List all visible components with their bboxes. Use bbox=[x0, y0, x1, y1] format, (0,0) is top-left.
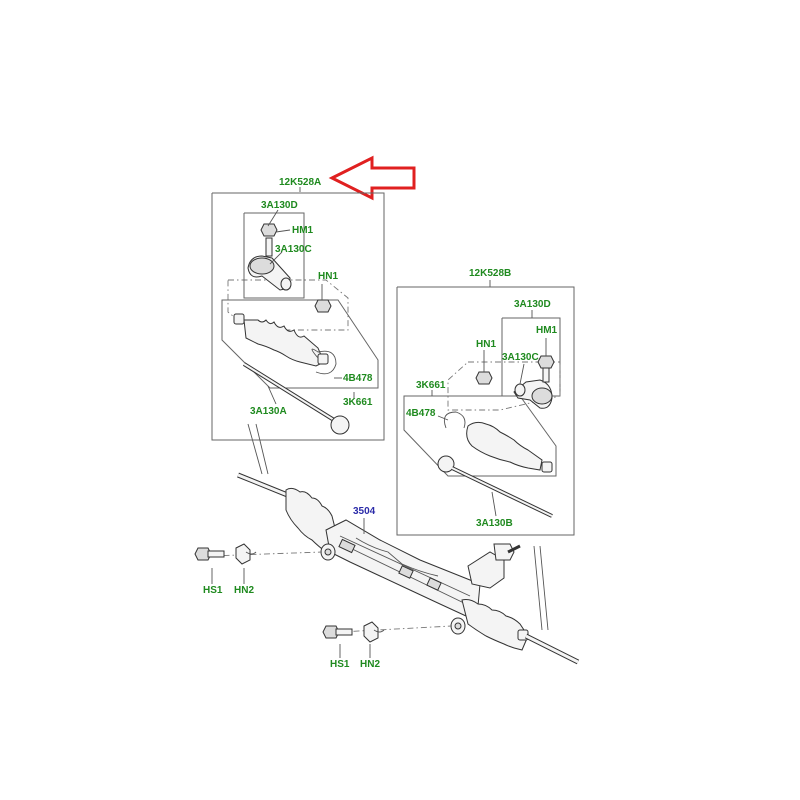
left-tie-rod-inner-label: 3A130C bbox=[275, 244, 312, 255]
right-tie-rod-end-label: 3A130D bbox=[514, 299, 551, 310]
left-tie-rod-end-label: 3A130D bbox=[261, 200, 298, 211]
left-inner-rod-label: 3A130A bbox=[250, 406, 287, 417]
right-bolt-label: HS1 bbox=[330, 659, 350, 670]
left-clamp-label: 4B478 bbox=[343, 373, 373, 384]
right-tie-rod-inner-label: 3A130C bbox=[502, 352, 539, 363]
steering-rack: 3504 bbox=[237, 472, 580, 665]
left-mount-hardware: HS1 HN2 bbox=[194, 543, 323, 596]
right-mount-hardware: HS1 HN2 bbox=[322, 621, 453, 670]
left-nut-hn2-label: HN2 bbox=[234, 585, 254, 596]
left-boot-kit-label: 3K661 bbox=[343, 397, 373, 408]
left-kit-box bbox=[211, 192, 385, 441]
right-clamp-label: 4B478 bbox=[406, 408, 436, 419]
left-bolt-label: HS1 bbox=[203, 585, 223, 596]
left-kit-label: 12K528A bbox=[279, 177, 321, 188]
right-nut-label: HM1 bbox=[536, 325, 558, 336]
right-lock-nut-label: HN1 bbox=[476, 339, 496, 350]
left-nut-label: HM1 bbox=[292, 225, 314, 236]
right-kit-group: 12K528B 3A130D HM1 HN1 3A130C 3K661 4B47… bbox=[396, 268, 575, 536]
right-kit-label: 12K528B bbox=[469, 268, 511, 279]
highlight-arrow bbox=[328, 155, 416, 201]
left-lock-nut-label: HN1 bbox=[318, 271, 338, 282]
right-inner-rod-label: 3A130B bbox=[476, 518, 513, 529]
right-nut-hn2-label: HN2 bbox=[360, 659, 380, 670]
right-kit-box bbox=[396, 286, 575, 536]
right-boot-kit-label: 3K661 bbox=[416, 380, 446, 391]
rack-label: 3504 bbox=[353, 506, 376, 517]
left-kit-group: 12K528A 3A130D HM1 3A130C HN1 4B478 3K66… bbox=[211, 177, 385, 441]
